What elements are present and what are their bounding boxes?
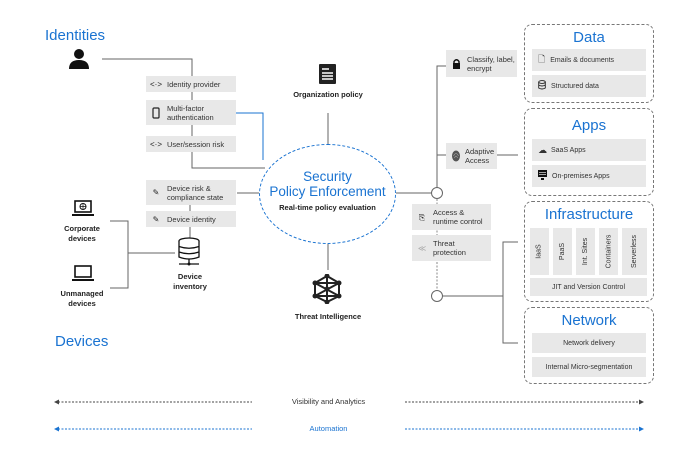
iaas-label: IaaS: [536, 244, 543, 259]
device-risk-label: Device risk & compliance state: [167, 183, 224, 202]
shield-swirl-icon: ≪: [417, 243, 427, 253]
mfa-label: Multi-factor authentication: [167, 103, 214, 122]
emails-documents-item: 🗋 Emails & documents: [532, 49, 646, 71]
devices-title: Devices: [55, 333, 109, 350]
structured-data-label: Structured data: [551, 82, 599, 90]
automation-label: Automation: [309, 424, 348, 433]
on-premises-apps-item: On-premises Apps: [532, 165, 646, 187]
junction-node-lower: [431, 290, 443, 302]
unmanaged-devices-label: Unmanaged devices: [60, 289, 104, 308]
threat-protection-box: ≪ Threat protection: [412, 235, 491, 261]
access-runtime-box: ⎘ Access & runtime control: [412, 204, 491, 230]
spe-subtitle: Real-time policy evaluation: [279, 203, 376, 212]
serverless-cell: Serverless: [622, 228, 647, 275]
network-title: Network: [561, 312, 617, 329]
code-arrows-icon: <·>: [150, 139, 163, 149]
device-inventory-label: Device inventory: [173, 272, 207, 291]
infrastructure-title: Infrastructure: [544, 206, 634, 223]
jit-version-control-item: JIT and Version Control: [530, 278, 647, 296]
cloud-download-icon: ☁: [538, 144, 547, 155]
visibility-analytics-label: Visibility and Analytics: [291, 397, 366, 406]
data-title: Data: [573, 29, 605, 46]
data-group: Data 🗋 Emails & documents Structured dat…: [524, 24, 654, 103]
spe-title-2: Policy Enforcement: [269, 184, 386, 199]
document-icon: [319, 64, 336, 89]
micro-segmentation-item: Internal Micro-segmentation: [532, 357, 646, 377]
serverless-label: Serverless: [631, 234, 639, 269]
apps-group: Apps ☁ SaaS Apps On-premises Apps: [524, 108, 654, 196]
org-policy-label: Organization policy: [293, 90, 363, 99]
arrowhead-left-blue: [54, 426, 59, 432]
devices-sync-icon: ⎘: [418, 212, 426, 222]
corporate-laptop-icon: [71, 200, 95, 223]
threat-protection-label: Threat protection: [433, 239, 466, 257]
paas-cell: PaaS: [553, 228, 572, 275]
phone-icon: [150, 106, 162, 119]
identity-provider-label: Identity provider: [167, 79, 221, 89]
saas-apps-label: SaaS Apps: [551, 146, 586, 154]
device-risk-box: ✎ Device risk & compliance state: [146, 180, 236, 205]
containers-label: Containers: [605, 234, 613, 269]
code-arrows-icon: <·>: [150, 79, 163, 89]
identities-title: Identities: [45, 27, 106, 44]
int-sites-label: Int. Sites: [582, 237, 590, 266]
identity-provider-box: <·> Identity provider: [146, 76, 236, 92]
int-sites-cell: Int. Sites: [576, 228, 595, 275]
adaptive-access-label: Adaptive Access: [465, 147, 495, 165]
fingerprint-icon: [450, 150, 462, 162]
database-outline-icon: [538, 80, 546, 92]
user-session-risk-label: User/session risk: [167, 139, 225, 149]
database-icon: [175, 237, 203, 272]
arrowhead-right-blue: [639, 426, 644, 432]
network-graph-icon: [312, 273, 342, 309]
classify-box: Classify, label, encrypt: [446, 50, 517, 77]
threat-intelligence-label: Threat Intelligence: [294, 312, 362, 321]
arrowhead-left-gray: [54, 399, 59, 405]
iaas-cell: IaaS: [530, 228, 549, 275]
emails-documents-label: Emails & documents: [550, 56, 615, 64]
document-outline-icon: 🗋: [538, 54, 546, 64]
lock-icon: [450, 58, 462, 69]
structured-data-item: Structured data: [532, 75, 646, 97]
server-icon: [538, 170, 547, 182]
apps-title: Apps: [571, 117, 607, 134]
corporate-devices-label: Corporate devices: [64, 224, 100, 243]
containers-cell: Containers: [599, 228, 618, 275]
network-delivery-item: Network delivery: [532, 333, 646, 353]
infrastructure-group: Infrastructure IaaS PaaS Int. Sites Cont…: [524, 201, 654, 302]
on-premises-apps-label: On-premises Apps: [552, 172, 610, 180]
pencil-icon: ✎: [152, 188, 160, 197]
classify-label: Classify, label, encrypt: [467, 54, 515, 73]
device-identity-label: Device identity: [167, 214, 216, 224]
security-policy-enforcement: Security Policy Enforcement Real-time po…: [259, 144, 396, 244]
unmanaged-laptop-icon: [71, 265, 95, 288]
device-identity-box: ✎ Device identity: [146, 211, 236, 227]
access-runtime-label: Access & runtime control: [433, 208, 483, 226]
pencil-icon: ✎: [152, 214, 160, 224]
spe-title-1: Security: [303, 169, 352, 184]
arrowhead-right-gray: [639, 399, 644, 405]
junction-node-upper: [431, 187, 443, 199]
adaptive-access-box: Adaptive Access: [446, 143, 497, 169]
paas-label: PaaS: [559, 242, 566, 261]
mfa-box: Multi-factor authentication: [146, 100, 236, 125]
network-group: Network Network delivery Internal Micro-…: [524, 307, 654, 384]
user-session-risk-box: <·> User/session risk: [146, 136, 236, 152]
saas-apps-item: ☁ SaaS Apps: [532, 139, 646, 161]
person-icon: [68, 48, 90, 75]
